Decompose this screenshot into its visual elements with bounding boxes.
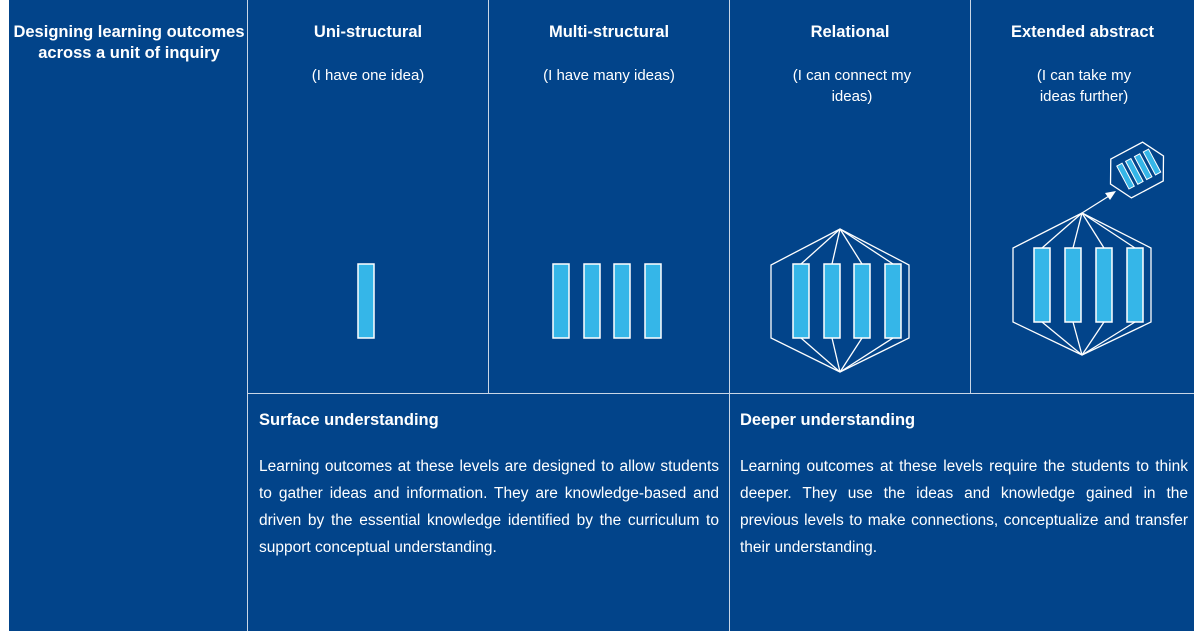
idea-bar-uni [357,263,375,339]
extended-connections [1012,195,1152,356]
idea-graphics [357,141,1165,373]
extended-idea-cluster [1109,141,1165,199]
extension-arrowhead [1105,191,1116,200]
surface-understanding-text: Learning outcomes at these levels are de… [259,458,719,556]
idea-bars-relational [792,263,902,339]
diagram-title: Designing learning outcomes across a uni… [13,23,245,62]
column-subtitle-multi-structural: (I have many ideas) [543,67,675,84]
divider-col2 [488,0,489,393]
surface-understanding-heading: Surface understanding [259,411,439,429]
deeper-understanding-text: Learning outcomes at these levels requir… [740,458,1188,556]
divider-middle [729,0,730,631]
column-heading-relational: Relational [810,23,890,41]
column-heading-extended-abstract: Extended abstract [1010,23,1155,41]
column-subtitle-relational: (I can connect my ideas) [792,67,912,105]
column-subtitle-extended-abstract: (I can take my ideas further) [1036,67,1132,105]
column-heading-multi-structural: Multi-structural [548,23,670,41]
solo-taxonomy-diagram: Designing learning outcomes across a uni… [9,0,1194,631]
idea-bars-multi [552,263,662,339]
idea-bars-extended [1033,247,1144,323]
relational-connections [770,228,910,373]
column-heading-uni-structural: Uni-structural [313,23,423,41]
column-subtitle-uni-structural: (I have one idea) [311,67,425,84]
divider-col4 [970,0,971,393]
divider-horizontal [247,393,1194,394]
divider-left [247,0,248,631]
deeper-understanding-heading: Deeper understanding [740,411,916,429]
